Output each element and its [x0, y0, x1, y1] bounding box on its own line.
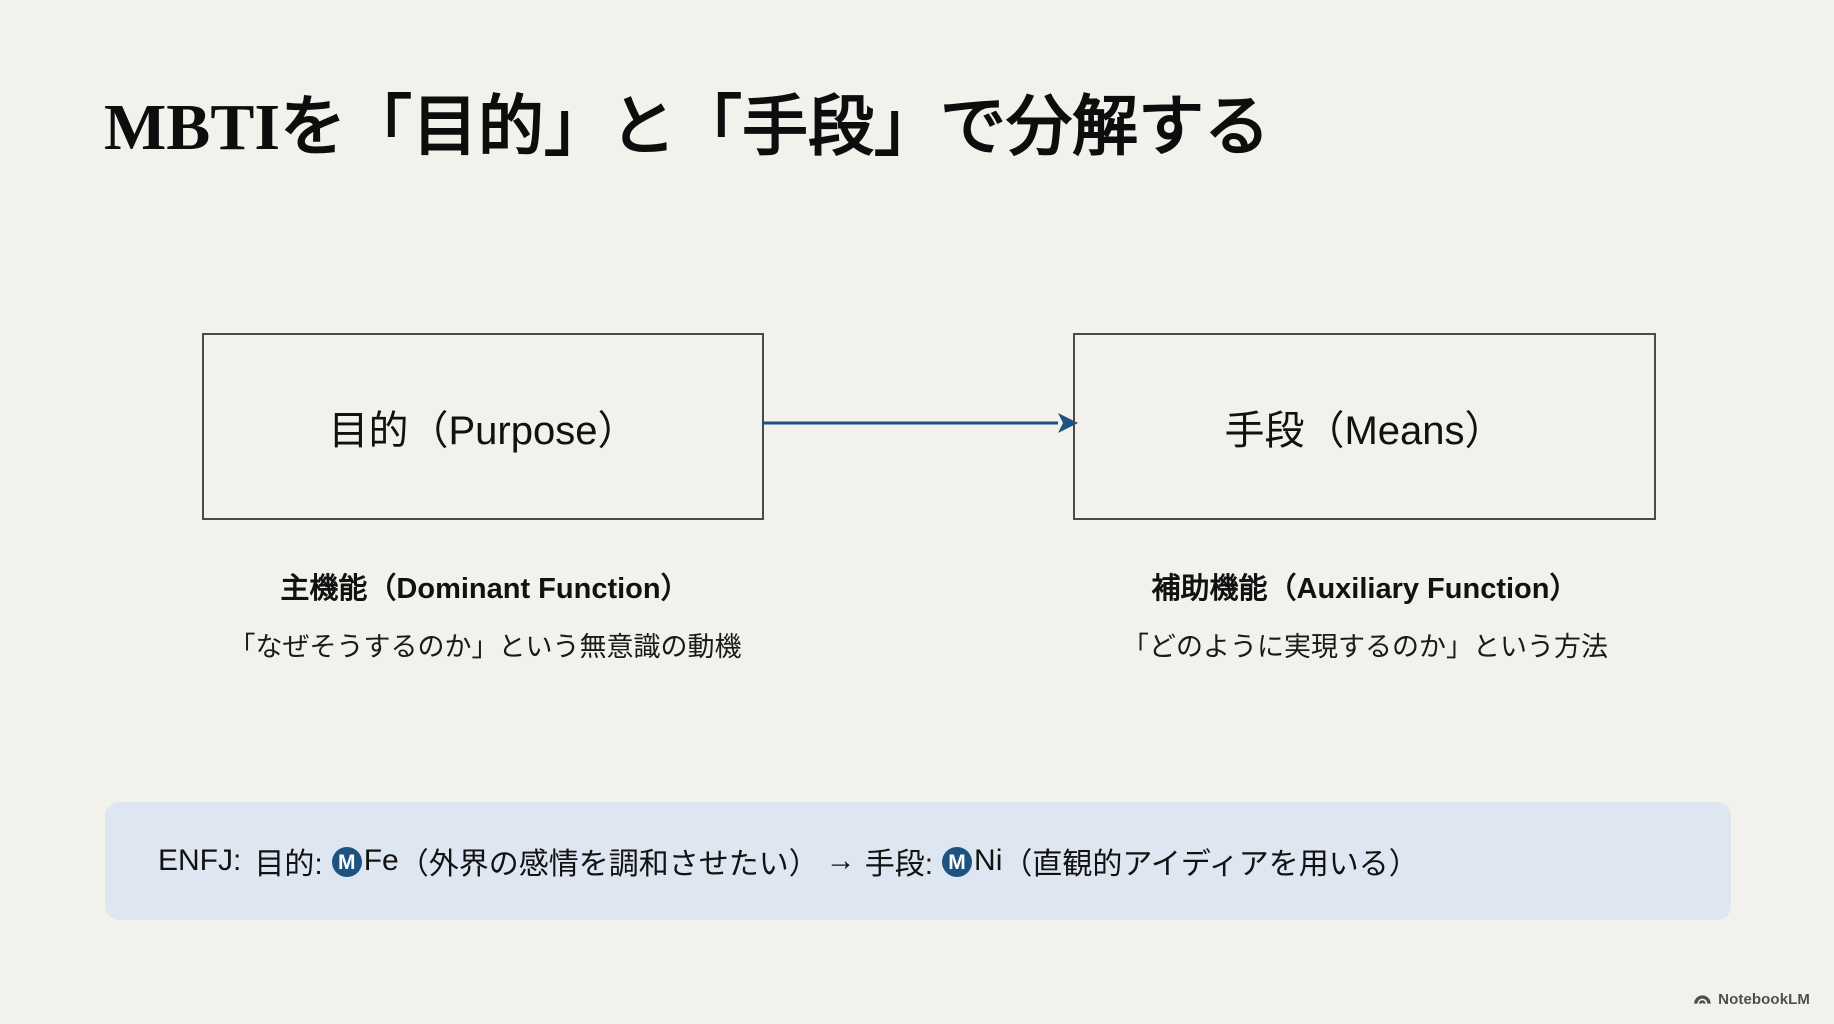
- caption-auxiliary-function: 補助機能（Auxiliary Function） 「どのように実現するのか」とい…: [1030, 565, 1700, 664]
- caption-auxiliary-function-sub: 「どのように実現するのか」という方法: [1122, 632, 1608, 662]
- arrow-right-icon: [762, 404, 1078, 442]
- diagram-box-means: 手段（Means）: [1073, 333, 1656, 520]
- caption-dominant-function: 主機能（Dominant Function） 「なぜそうするのか」という無意識の…: [155, 565, 815, 664]
- example-type-label: ENFJ:: [158, 844, 242, 877]
- example-purpose-detail: （外界の感情を調和させたい）: [398, 848, 819, 881]
- caption-dominant-function-sub: 「なぜそうするのか」という無意識の動機: [228, 632, 742, 662]
- page-title: MBTIを「目的」と「手段」で分解する: [104, 91, 1271, 164]
- caption-dominant-function-heading: 主機能（Dominant Function）: [280, 573, 690, 605]
- diagram-box-means-label: 手段（Means）: [1224, 408, 1505, 453]
- notebooklm-watermark-label: NotebookLM: [1718, 991, 1810, 1008]
- example-purpose-label: 目的:: [254, 848, 323, 881]
- arrow-right-icon-svg: [762, 413, 1078, 433]
- caption-auxiliary-function-heading: 補助機能（Auxiliary Function）: [1151, 573, 1579, 605]
- notebooklm-watermark: NotebookLM: [1693, 989, 1810, 1010]
- example-means-function: Ni: [974, 844, 1003, 877]
- example-means-label: 手段:: [864, 848, 934, 881]
- diagram-box-purpose: 目的（Purpose）: [202, 333, 764, 520]
- example-callout: ENFJ: 目的: M Fe （外界の感情を調和させたい） → 手段: M Ni…: [105, 802, 1731, 920]
- diagram-box-purpose-label: 目的（Purpose）: [328, 408, 638, 453]
- example-purpose-function: Fe: [363, 844, 399, 877]
- example-callout-text: ENFJ: 目的: M Fe （外界の感情を調和させたい） → 手段: M Ni…: [158, 839, 1419, 883]
- example-connector-arrow: →: [825, 844, 856, 877]
- notebooklm-arc-icon: [1693, 989, 1712, 1010]
- example-means-detail: （直観的アイディアを用いる）: [1002, 848, 1419, 881]
- mbti-badge-icon-purpose: M: [331, 847, 362, 877]
- mbti-badge-icon-means: M: [942, 847, 973, 877]
